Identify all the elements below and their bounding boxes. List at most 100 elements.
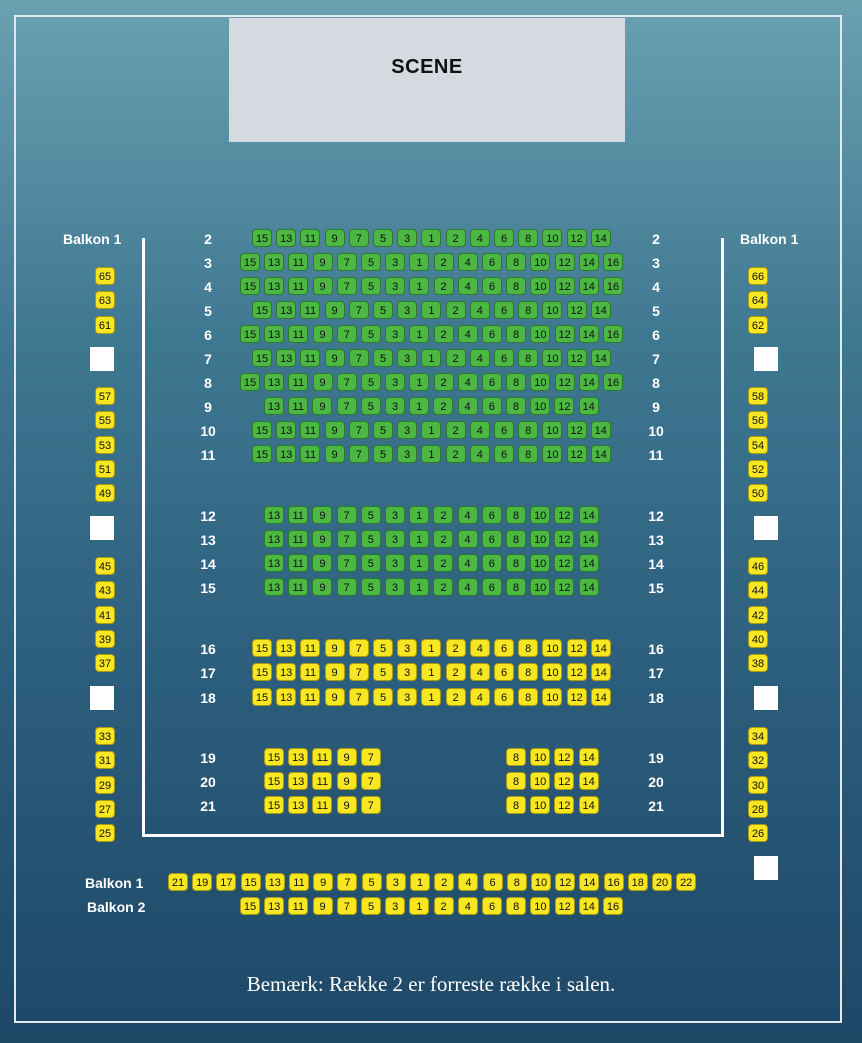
seat-row4-9[interactable]: 9 (312, 277, 333, 295)
balcony-left-seat-43[interactable]: 43 (95, 581, 115, 600)
seat-row15-3[interactable]: 3 (385, 578, 405, 596)
seat-row13-3[interactable]: 3 (385, 530, 405, 548)
seat-row12-5[interactable]: 5 (360, 506, 381, 524)
seat-row19-15[interactable]: 15 (264, 748, 284, 766)
balcony-left-seat-27[interactable]: 27 (95, 799, 115, 818)
seat-row7-9[interactable]: 9 (324, 349, 345, 367)
seat-row20-7[interactable]: 7 (360, 772, 381, 790)
bottom-balcony1-seat-3[interactable]: 3 (385, 873, 406, 891)
seat-row4-16[interactable]: 16 (603, 277, 623, 295)
seat-row17-12[interactable]: 12 (566, 663, 587, 681)
seat-row3-14[interactable]: 14 (578, 253, 599, 271)
seat-row14-12[interactable]: 12 (554, 554, 575, 572)
seat-row3-1[interactable]: 1 (409, 253, 430, 271)
seat-row17-1[interactable]: 1 (421, 663, 442, 681)
seat-row4-1[interactable]: 1 (409, 277, 430, 295)
seat-row12-1[interactable]: 1 (409, 506, 430, 524)
bottom-balcony2-seat-5[interactable]: 5 (361, 897, 381, 915)
seat-row15-4[interactable]: 4 (457, 578, 478, 596)
seat-row4-6[interactable]: 6 (482, 277, 502, 295)
seat-row10-8[interactable]: 8 (518, 421, 539, 439)
seat-row9-14[interactable]: 14 (578, 397, 599, 415)
seat-row15-2[interactable]: 2 (433, 578, 454, 596)
seat-row13-4[interactable]: 4 (457, 530, 478, 548)
seat-row10-5[interactable]: 5 (373, 421, 393, 439)
seat-row6-4[interactable]: 4 (457, 325, 478, 343)
seat-row6-12[interactable]: 12 (554, 325, 575, 343)
seat-row17-4[interactable]: 4 (469, 663, 490, 681)
bottom-balcony1-seat-19[interactable]: 19 (192, 873, 213, 891)
seat-row15-7[interactable]: 7 (336, 578, 357, 596)
balcony-left-seat-31[interactable]: 31 (95, 751, 115, 770)
seat-row8-11[interactable]: 11 (288, 373, 309, 391)
bottom-balcony1-seat-16[interactable]: 16 (603, 873, 624, 891)
seat-row4-12[interactable]: 12 (554, 277, 575, 295)
seat-row4-3[interactable]: 3 (385, 277, 406, 295)
balcony-left-seat-45[interactable]: 45 (95, 557, 115, 575)
balcony-left-seat-61[interactable]: 61 (95, 315, 115, 334)
seat-row21-10[interactable]: 10 (530, 796, 551, 814)
seat-row3-16[interactable]: 16 (603, 253, 623, 271)
seat-row20-13[interactable]: 13 (288, 772, 309, 790)
seat-row9-11[interactable]: 11 (288, 397, 309, 415)
seat-row18-5[interactable]: 5 (373, 688, 393, 706)
seat-row17-2[interactable]: 2 (445, 663, 466, 681)
seat-row17-14[interactable]: 14 (590, 663, 611, 681)
seat-row8-4[interactable]: 4 (457, 373, 478, 391)
seat-row13-13[interactable]: 13 (264, 530, 284, 548)
balcony-left-seat-57[interactable]: 57 (95, 387, 115, 405)
seat-row5-13[interactable]: 13 (276, 301, 297, 319)
seat-row17-15[interactable]: 15 (252, 663, 272, 681)
seat-row20-11[interactable]: 11 (312, 772, 333, 790)
seat-row2-8[interactable]: 8 (518, 229, 539, 247)
bottom-balcony2-seat-4[interactable]: 4 (457, 897, 478, 915)
seat-row4-4[interactable]: 4 (457, 277, 478, 295)
seat-row2-5[interactable]: 5 (373, 229, 393, 247)
bottom-balcony1-seat-18[interactable]: 18 (627, 873, 648, 891)
seat-row15-6[interactable]: 6 (481, 578, 502, 596)
seat-row4-8[interactable]: 8 (506, 277, 527, 295)
bottom-balcony1-seat-4[interactable]: 4 (458, 873, 479, 891)
balcony-right-seat-28[interactable]: 28 (748, 799, 768, 818)
seat-row21-14[interactable]: 14 (578, 796, 599, 814)
seat-row3-2[interactable]: 2 (433, 253, 454, 271)
seat-row18-13[interactable]: 13 (276, 688, 297, 706)
seat-row14-14[interactable]: 14 (578, 554, 599, 572)
seat-row3-8[interactable]: 8 (506, 253, 527, 271)
seat-row11-1[interactable]: 1 (421, 445, 442, 463)
balcony-right-seat-26[interactable]: 26 (748, 824, 768, 843)
seat-row21-11[interactable]: 11 (312, 796, 333, 814)
seat-row20-9[interactable]: 9 (336, 772, 357, 790)
balcony-right-seat-44[interactable]: 44 (748, 581, 768, 600)
seat-row14-9[interactable]: 9 (312, 554, 333, 572)
seat-row5-15[interactable]: 15 (252, 301, 272, 319)
bottom-balcony1-seat-22[interactable]: 22 (676, 873, 697, 891)
seat-row10-1[interactable]: 1 (421, 421, 442, 439)
seat-row7-2[interactable]: 2 (445, 349, 466, 367)
seat-row11-12[interactable]: 12 (566, 445, 587, 463)
balcony-right-seat-34[interactable]: 34 (748, 727, 768, 745)
seat-row16-13[interactable]: 13 (276, 639, 297, 657)
seat-row3-5[interactable]: 5 (361, 253, 381, 271)
seat-row21-8[interactable]: 8 (506, 796, 526, 814)
seat-row18-4[interactable]: 4 (469, 688, 490, 706)
seat-row13-14[interactable]: 14 (578, 530, 599, 548)
seat-row14-7[interactable]: 7 (336, 554, 357, 572)
balcony-right-seat-32[interactable]: 32 (748, 751, 768, 770)
seat-row18-10[interactable]: 10 (542, 688, 563, 706)
seat-row2-12[interactable]: 12 (566, 229, 587, 247)
balcony-left-seat-33[interactable]: 33 (95, 727, 115, 745)
seat-row13-11[interactable]: 11 (288, 530, 309, 548)
seat-row16-7[interactable]: 7 (348, 639, 369, 657)
seat-row13-12[interactable]: 12 (554, 530, 575, 548)
seat-row8-9[interactable]: 9 (312, 373, 333, 391)
seat-row17-6[interactable]: 6 (494, 663, 514, 681)
seat-row7-12[interactable]: 12 (566, 349, 587, 367)
seat-row8-16[interactable]: 16 (603, 373, 623, 391)
seat-row5-12[interactable]: 12 (566, 301, 587, 319)
seat-row7-1[interactable]: 1 (421, 349, 442, 367)
seat-row11-13[interactable]: 13 (276, 445, 297, 463)
bottom-balcony2-seat-16[interactable]: 16 (603, 897, 623, 915)
seat-row7-7[interactable]: 7 (348, 349, 369, 367)
seat-row17-10[interactable]: 10 (542, 663, 563, 681)
